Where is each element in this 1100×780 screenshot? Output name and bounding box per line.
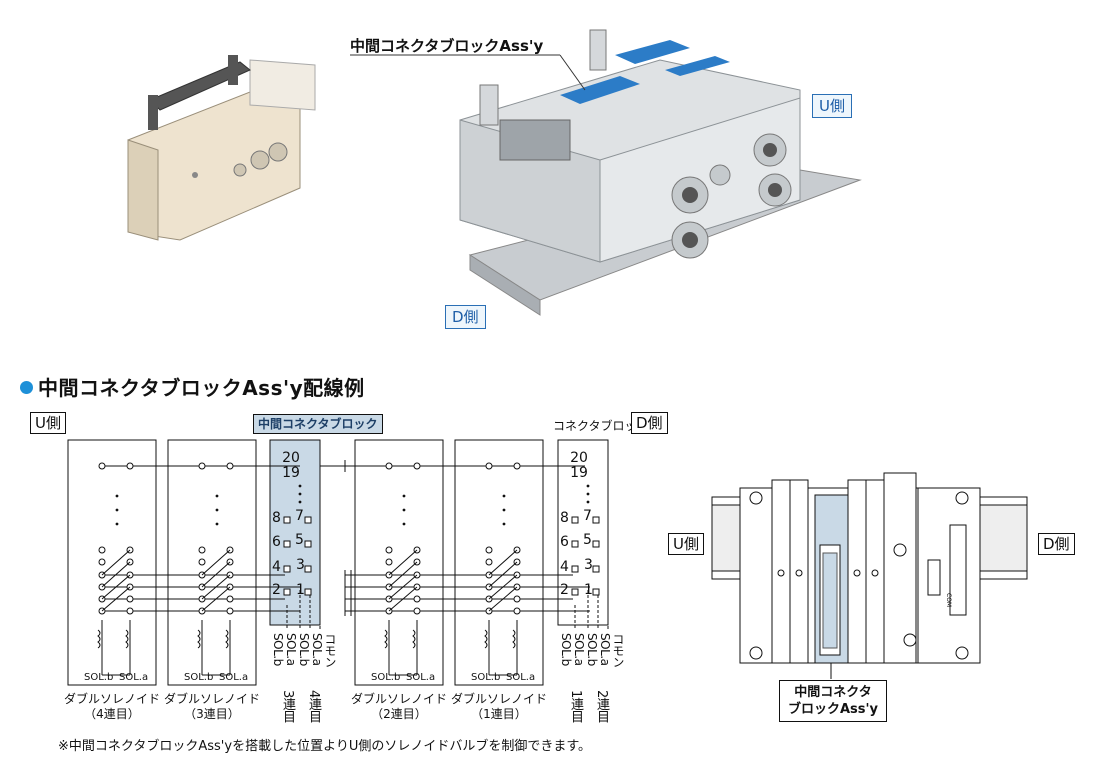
valve-box-2 <box>354 439 444 686</box>
top-view-tiny-label: COM <box>945 593 952 608</box>
v3-sol-a: SOL.a <box>219 672 249 683</box>
mid-pin-4: 4 <box>272 559 281 575</box>
end-vtail-right: 2連目 <box>594 690 609 723</box>
end-pin-4: 4 <box>560 559 569 575</box>
wiring-schematic <box>67 439 609 686</box>
v2-sol-a: SOL.a <box>406 672 436 683</box>
mid-pin-3: 3 <box>296 557 305 573</box>
v4-sol-b: SOL.b <box>84 672 114 683</box>
end-vlabel-1: SOL.b <box>559 633 573 666</box>
valve-caption-3: ダブルソレノイド（3連目） <box>163 692 260 721</box>
end-pin-20-19: 20 19 <box>570 450 588 481</box>
photo-d-side-tag: D側 <box>445 305 486 329</box>
footnote: ※中間コネクタブロックAss'yを搭載した位置よりU側のソレノイドバルブを制御で… <box>58 739 592 754</box>
end-vlabel-2: SOL.a <box>572 633 586 666</box>
valve-caption-2: ダブルソレノイド（2連目） <box>350 692 447 721</box>
mid-pin-8: 8 <box>272 510 281 526</box>
manifold-drawing <box>459 29 862 316</box>
top-view-callout-line1: 中間コネクタ <box>794 685 872 700</box>
v3-sol-b: SOL.b <box>184 672 214 683</box>
v1-sol-a: SOL.a <box>506 672 536 683</box>
bullet-dot-icon <box>20 381 33 394</box>
end-vtail-left: 1連目 <box>568 690 583 723</box>
end-pin-3: 3 <box>584 557 593 573</box>
wiring-d-side-tag: D側 <box>631 412 668 434</box>
mid-vlabel-5: コモン <box>323 633 337 668</box>
valve-box-3 <box>167 439 257 686</box>
end-pin-5: 5 <box>583 532 592 548</box>
end-pin-2: 2 <box>560 582 569 598</box>
v4-sol-a: SOL.a <box>119 672 149 683</box>
end-pin-8: 8 <box>560 510 569 526</box>
top-view-drawing <box>711 472 1028 679</box>
photo-u-side-tag: U側 <box>812 94 852 118</box>
mid-vlabel-3: SOL.b <box>297 633 311 666</box>
top-d-side-tag: D側 <box>1038 533 1075 555</box>
end-vlabel-3: SOL.b <box>585 633 599 666</box>
mid-vlabel-1: SOL.b <box>271 633 285 666</box>
end-pin-7: 7 <box>583 508 592 524</box>
mid-pin-1: 1 <box>296 582 305 598</box>
mid-pin-2: 2 <box>272 582 281 598</box>
mid-vtail-right: 4連目 <box>306 690 321 723</box>
section-heading: 中間コネクタブロックAss'y配線例 <box>20 372 365 401</box>
mid-vtail-left: 3連目 <box>280 690 295 723</box>
mid-vlabel-2: SOL.a <box>284 633 298 666</box>
wiring-u-side-tag: U側 <box>30 412 66 434</box>
mid-vlabel-4: SOL.a <box>310 633 324 666</box>
mid-pin-20-19: 20 19 <box>282 450 300 481</box>
connector-block-drawing <box>127 55 316 241</box>
v1-sol-b: SOL.b <box>471 672 501 683</box>
valve-box-4 <box>67 439 157 686</box>
callout-mid-connector: 中間コネクタブロックAss'y <box>350 37 544 55</box>
valve-caption-4: ダブルソレノイド（4連目） <box>63 692 160 721</box>
mid-pin-6: 6 <box>272 534 281 550</box>
end-pin-1: 1 <box>584 582 593 598</box>
valve-caption-1: ダブルソレノイド（1連目） <box>450 692 547 721</box>
end-pin-6: 6 <box>560 534 569 550</box>
end-block-label: コネクタブロック <box>553 419 649 433</box>
mid-pin-7: 7 <box>295 508 304 524</box>
mid-block-tag: 中間コネクタブロック <box>253 414 383 434</box>
v2-sol-b: SOL.b <box>371 672 401 683</box>
end-vlabel-5: コモン <box>611 633 625 668</box>
top-view-callout-line2: ブロックAss'y <box>788 702 878 717</box>
section-heading-text: 中間コネクタブロックAss'y配線例 <box>38 376 365 400</box>
end-vlabel-4: SOL.a <box>598 633 612 666</box>
top-view-callout: 中間コネクタ ブロックAss'y <box>779 680 887 722</box>
product-illustration <box>127 29 862 316</box>
valve-box-1 <box>454 439 544 686</box>
top-u-side-tag: U側 <box>668 533 704 555</box>
mid-pin-5: 5 <box>295 532 304 548</box>
